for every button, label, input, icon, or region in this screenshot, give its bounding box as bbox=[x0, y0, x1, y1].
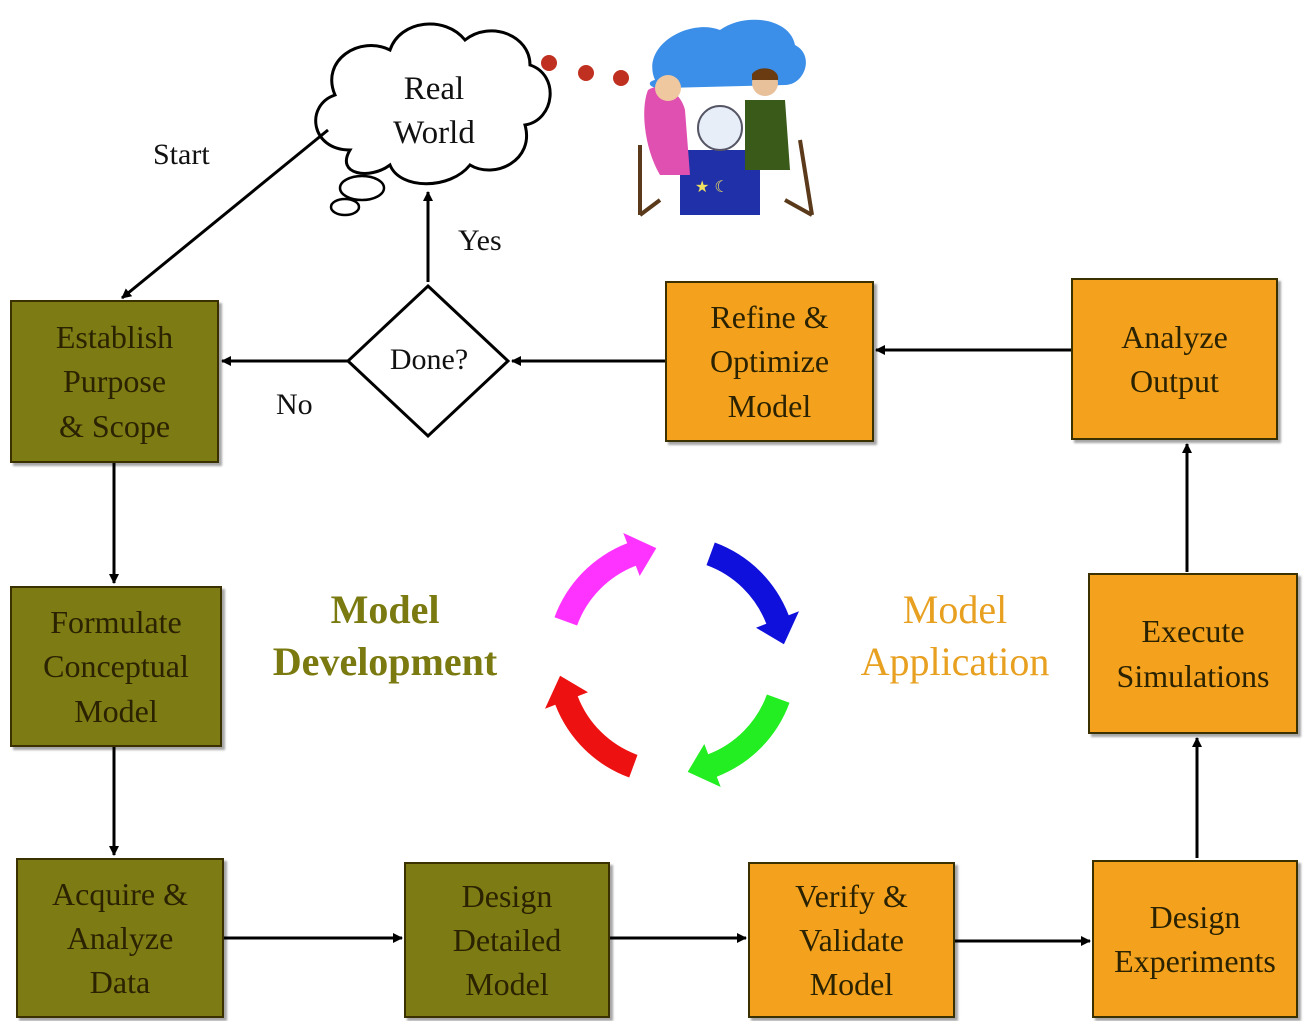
thought-dots bbox=[541, 55, 629, 86]
fortune-teller-crystal-ball-icon: ★ ☾ bbox=[638, 19, 814, 217]
start-label: Start bbox=[153, 138, 210, 171]
cycle-arrow-blue bbox=[706, 542, 799, 645]
design-detailed-model-box: Design Detailed Model bbox=[404, 862, 610, 1018]
cycle-arrows bbox=[545, 533, 799, 787]
cycle-arrow-red bbox=[545, 675, 638, 778]
yes-label: Yes bbox=[458, 224, 502, 257]
verify-validate-box: Verify & Validate Model bbox=[748, 862, 955, 1018]
cycle-arrow-green bbox=[687, 694, 790, 787]
design-detailed-model-text: Design Detailed Model bbox=[452, 877, 562, 1003]
model-development-label: Model Development bbox=[272, 587, 498, 684]
model-application-label: Model Application bbox=[860, 587, 1050, 684]
refine-optimize-text: Refine & Optimize Model bbox=[709, 299, 830, 424]
design-experiments-text: Design Experiments bbox=[1114, 898, 1276, 979]
design-experiments-box: Design Experiments bbox=[1092, 860, 1298, 1018]
no-label: No bbox=[276, 388, 313, 421]
cycle-arrow-magenta bbox=[554, 533, 657, 626]
establish-purpose-box: Establish Purpose & Scope bbox=[10, 300, 219, 463]
real-world-label: Real World bbox=[393, 71, 475, 151]
svg-text:★ ☾: ★ ☾ bbox=[695, 177, 729, 196]
acquire-data-box: Acquire & Analyze Data bbox=[16, 858, 224, 1018]
arrow-start-to-establish bbox=[121, 128, 329, 300]
refine-optimize-box: Refine & Optimize Model bbox=[665, 281, 874, 442]
done-label: Done? bbox=[389, 343, 469, 376]
analyze-output-text: Analyze Output bbox=[1121, 318, 1228, 399]
verify-validate-text: Verify & Validate Model bbox=[795, 877, 908, 1003]
formulate-model-text: Formulate Conceptual Model bbox=[43, 604, 189, 729]
execute-simulations-box: Execute Simulations bbox=[1088, 573, 1298, 734]
done-decision-diamond bbox=[345, 283, 511, 439]
execute-simulations-text: Execute Simulations bbox=[1116, 613, 1270, 694]
formulate-model-box: Formulate Conceptual Model bbox=[10, 586, 222, 747]
real-world-cloud bbox=[314, 22, 552, 217]
acquire-data-text: Acquire & Analyze Data bbox=[52, 875, 188, 1001]
establish-purpose-text: Establish Purpose & Scope bbox=[55, 319, 174, 444]
analyze-output-box: Analyze Output bbox=[1071, 278, 1278, 440]
